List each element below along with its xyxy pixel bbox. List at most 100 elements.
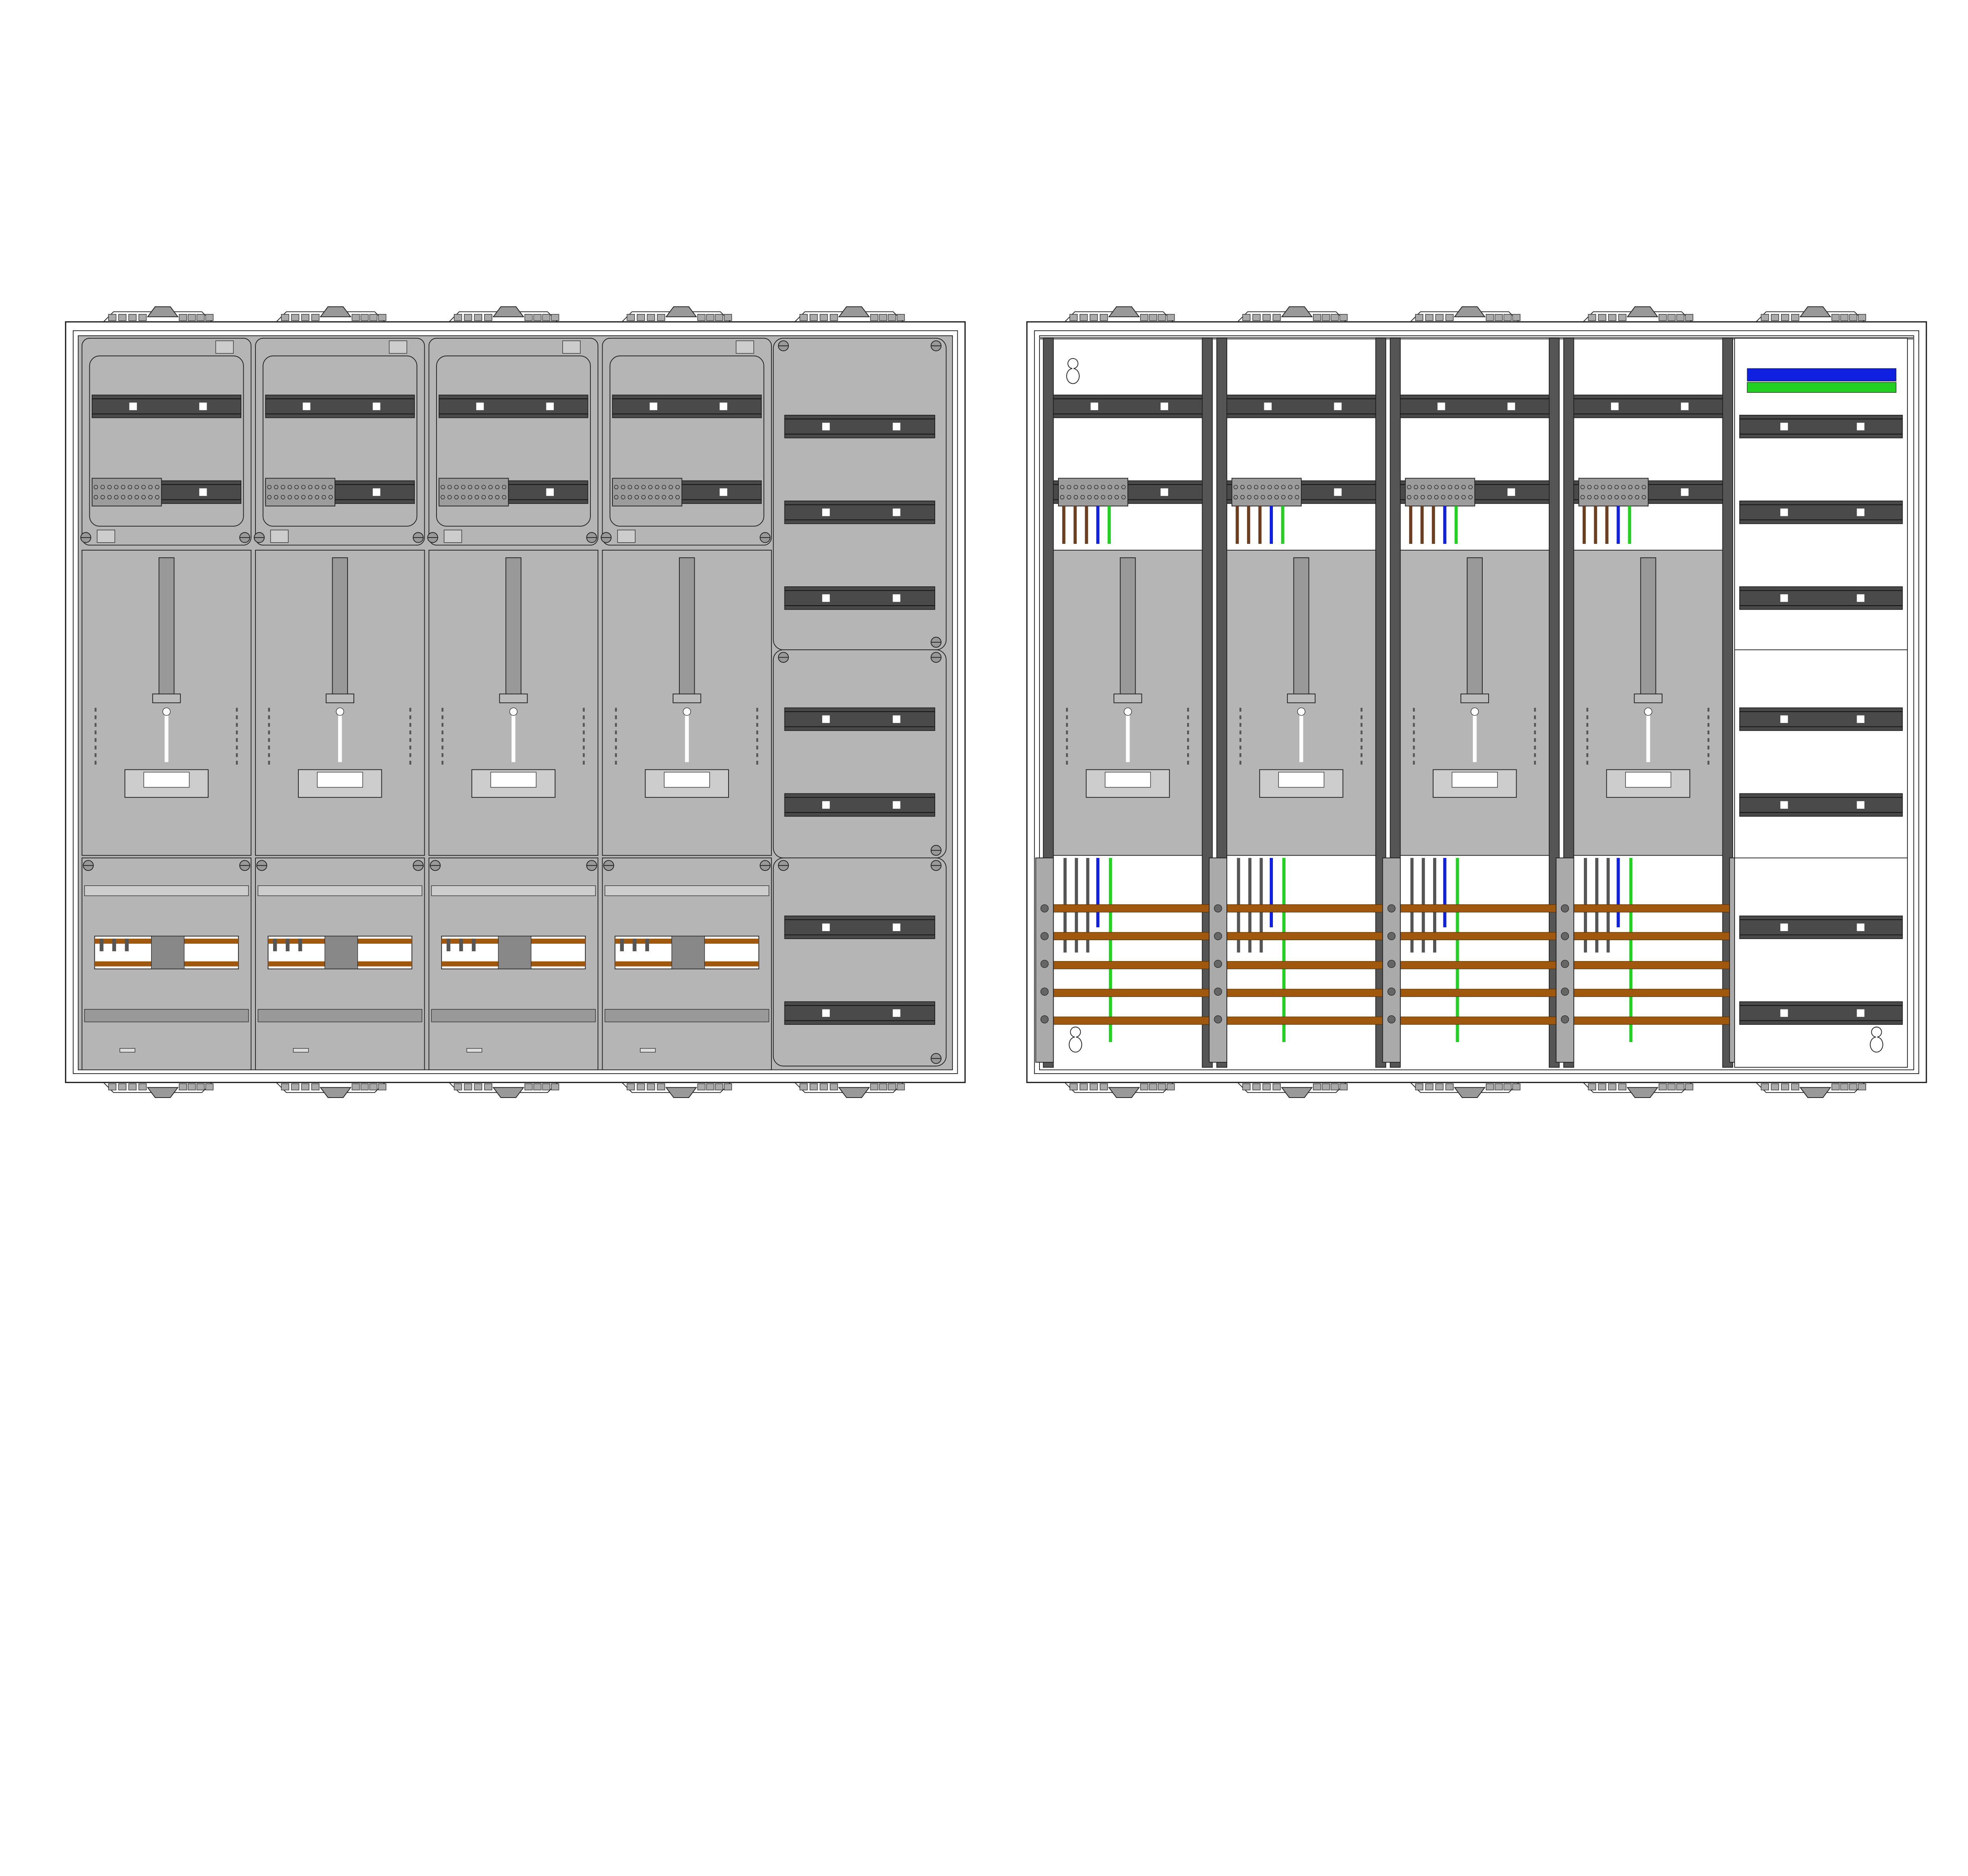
scale-mark	[1066, 708, 1068, 712]
terminal-screw	[1247, 495, 1252, 499]
terminal-screw	[1607, 495, 1612, 499]
terminal-screw	[1461, 495, 1466, 499]
terminal-screw	[662, 485, 666, 490]
cable-entry-cone	[1454, 1087, 1486, 1098]
cover-strip	[431, 1009, 596, 1022]
cable-entry-cone	[838, 306, 870, 317]
busbar-bolt	[1387, 932, 1396, 941]
terminal-screw	[461, 485, 466, 490]
scale-mark	[236, 738, 238, 742]
cable-entry-cone	[1454, 306, 1486, 317]
conductor-wire	[1247, 506, 1250, 544]
terminal-screw	[1607, 485, 1612, 490]
seal-clip	[215, 340, 234, 354]
cable-entry-grommet	[1322, 314, 1330, 321]
terminal-screw	[1261, 495, 1265, 499]
busbar-bolt	[1387, 960, 1396, 968]
terminal-screw	[621, 485, 625, 490]
din-rail-slot	[1780, 715, 1788, 723]
cable-entry-grommet	[799, 314, 808, 321]
meter-column-4	[601, 338, 772, 1070]
upper-cover	[602, 338, 772, 546]
cable-entry-grommet	[1840, 1083, 1849, 1090]
terminal-screw	[128, 485, 132, 490]
scale-mark	[1066, 715, 1068, 719]
busbar-pin	[446, 939, 451, 952]
din-rail-slot	[822, 423, 830, 431]
scale-mark	[94, 715, 97, 719]
scale-mark	[1187, 708, 1189, 712]
din-rail-slot	[372, 402, 381, 410]
cable-entry-grommet	[351, 1083, 360, 1090]
scale-mark	[441, 708, 444, 712]
cable-entry-grommet	[311, 1083, 320, 1090]
scale-mark	[756, 715, 758, 719]
cable-entry-grommet	[1158, 1083, 1166, 1090]
cable-entry-grommet	[551, 314, 559, 321]
cable-entry-cone	[838, 1087, 870, 1098]
scale-mark	[441, 753, 444, 757]
cover-strip	[257, 1009, 422, 1022]
conductor-wire	[1582, 506, 1586, 544]
terminal-screw	[1601, 495, 1605, 499]
terminal-screw	[155, 495, 159, 499]
seal-clip	[389, 340, 407, 354]
conductor-wire	[1269, 506, 1273, 544]
terminal-screw	[301, 485, 306, 490]
meter-window	[1105, 772, 1151, 788]
terminal-screw	[267, 495, 272, 499]
meter-adjust-knob	[509, 707, 518, 716]
scale-mark	[1360, 715, 1363, 719]
din-rail-slot	[1681, 402, 1689, 410]
cable-entry-cone	[1281, 306, 1313, 317]
terminal-block	[265, 478, 335, 506]
terminal-screw	[1254, 495, 1258, 499]
cable-entry-grommet	[281, 314, 289, 321]
din-rail-slot	[199, 488, 207, 496]
busbar-pin	[472, 939, 476, 952]
terminal-screw	[308, 495, 313, 499]
scale-mark	[1586, 745, 1589, 750]
cable-entry-grommet	[1667, 1083, 1676, 1090]
cable-entry-grommet	[657, 1083, 665, 1090]
scale-mark	[1413, 730, 1415, 734]
cable-entry-grommet	[1486, 1083, 1494, 1090]
meter-adjust-knob	[1124, 707, 1132, 716]
scale-mark	[1239, 715, 1241, 719]
conductor-wire	[1420, 506, 1424, 544]
cable-entry-grommet	[1771, 1083, 1779, 1090]
busbar-bolt	[1040, 1015, 1049, 1024]
cable-entry-grommet	[830, 1083, 838, 1090]
busbar-pin	[112, 939, 116, 952]
scale-mark	[1239, 753, 1241, 757]
meter-column-2	[1216, 338, 1386, 1068]
scale-mark	[409, 730, 411, 734]
terminal-screw	[1421, 495, 1425, 499]
terminal-screw	[1114, 485, 1119, 490]
meter-adjust-knob	[1644, 707, 1652, 716]
cable-entry-grommet	[1089, 314, 1098, 321]
distribution-column	[773, 338, 947, 1066]
scale-mark	[1066, 745, 1068, 750]
scale-mark	[1586, 730, 1589, 734]
upper-cover	[255, 338, 425, 546]
terminal-screw	[440, 495, 445, 499]
conductor-wire	[1617, 506, 1620, 544]
cable-entry-grommet	[888, 314, 896, 321]
terminal-screw	[1101, 485, 1106, 490]
terminal-screw	[655, 485, 660, 490]
busbar-clamp	[151, 936, 185, 969]
terminal-screw	[100, 495, 105, 499]
scale-mark	[1707, 730, 1709, 734]
scale-mark	[1534, 715, 1536, 719]
terminal-screw	[155, 485, 159, 490]
scale-mark	[1066, 761, 1068, 765]
terminal-screw	[1454, 485, 1459, 490]
din-rail-slot	[546, 402, 554, 410]
scale-mark	[441, 738, 444, 742]
cable-entry-grommet	[1791, 1083, 1800, 1090]
seal-clip	[270, 530, 289, 543]
cable-entry-grommet	[1100, 314, 1108, 321]
cable-entry-cone	[147, 1087, 179, 1098]
cable-entry-grommet	[1445, 314, 1454, 321]
